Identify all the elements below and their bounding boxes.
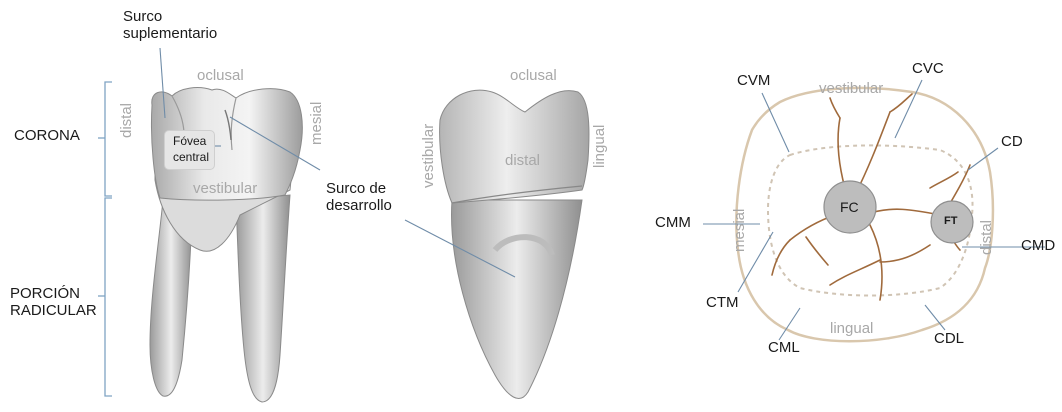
label-occ-lingual: lingual (830, 320, 873, 337)
label-central: central (173, 150, 209, 166)
label-mid-distal: distal (505, 152, 540, 169)
label-surco-desarrollo-line1: Surco de (326, 180, 392, 197)
region-bracket (98, 82, 112, 396)
label-left-distal: distal (118, 103, 135, 138)
label-cmm: CMM (655, 214, 691, 231)
label-cvc: CVC (912, 60, 944, 77)
label-left-vestibular: vestibular (193, 180, 257, 197)
label-left-mesial: mesial (308, 102, 325, 145)
label-corona: CORONA (14, 127, 80, 144)
label-ctm: CTM (706, 294, 739, 311)
label-mid-vestibular: vestibular (420, 124, 437, 188)
label-mid-lingual: lingual (591, 125, 608, 168)
label-ft: FT (944, 215, 957, 228)
label-cml: CML (768, 339, 800, 356)
label-fovea: Fóvea (173, 134, 209, 150)
label-mid-oclusal: oclusal (510, 67, 557, 84)
middle-tooth-drawing (440, 90, 589, 398)
label-occ-distal: distal (978, 220, 995, 255)
label-radicular: RADICULAR (10, 302, 97, 319)
label-surco-suplementario: Surco suplementario (123, 8, 217, 43)
label-porcion-radicular: PORCIÓN RADICULAR (10, 285, 97, 320)
label-left-oclusal: oclusal (197, 67, 244, 84)
label-surco-desarrollo: Surco de desarrollo (326, 180, 392, 215)
label-porcion: PORCIÓN (10, 285, 97, 302)
label-cdl: CDL (934, 330, 964, 347)
label-cd: CD (1001, 133, 1023, 150)
label-fc: FC (840, 199, 859, 215)
label-surco-desarrollo-line2: desarrollo (326, 197, 392, 214)
label-surco-suplementario-line2: suplementario (123, 25, 217, 42)
label-surco-suplementario-line1: Surco (123, 8, 217, 25)
label-cmd: CMD (1021, 237, 1055, 254)
label-cvm: CVM (737, 72, 770, 89)
label-occ-mesial: mesial (731, 209, 748, 252)
middle-root (452, 200, 582, 398)
middle-crown (440, 90, 589, 203)
fovea-central-box: Fóvea central (164, 130, 215, 170)
label-occ-vestibular: vestibular (819, 80, 883, 97)
mesial-root (236, 195, 290, 402)
